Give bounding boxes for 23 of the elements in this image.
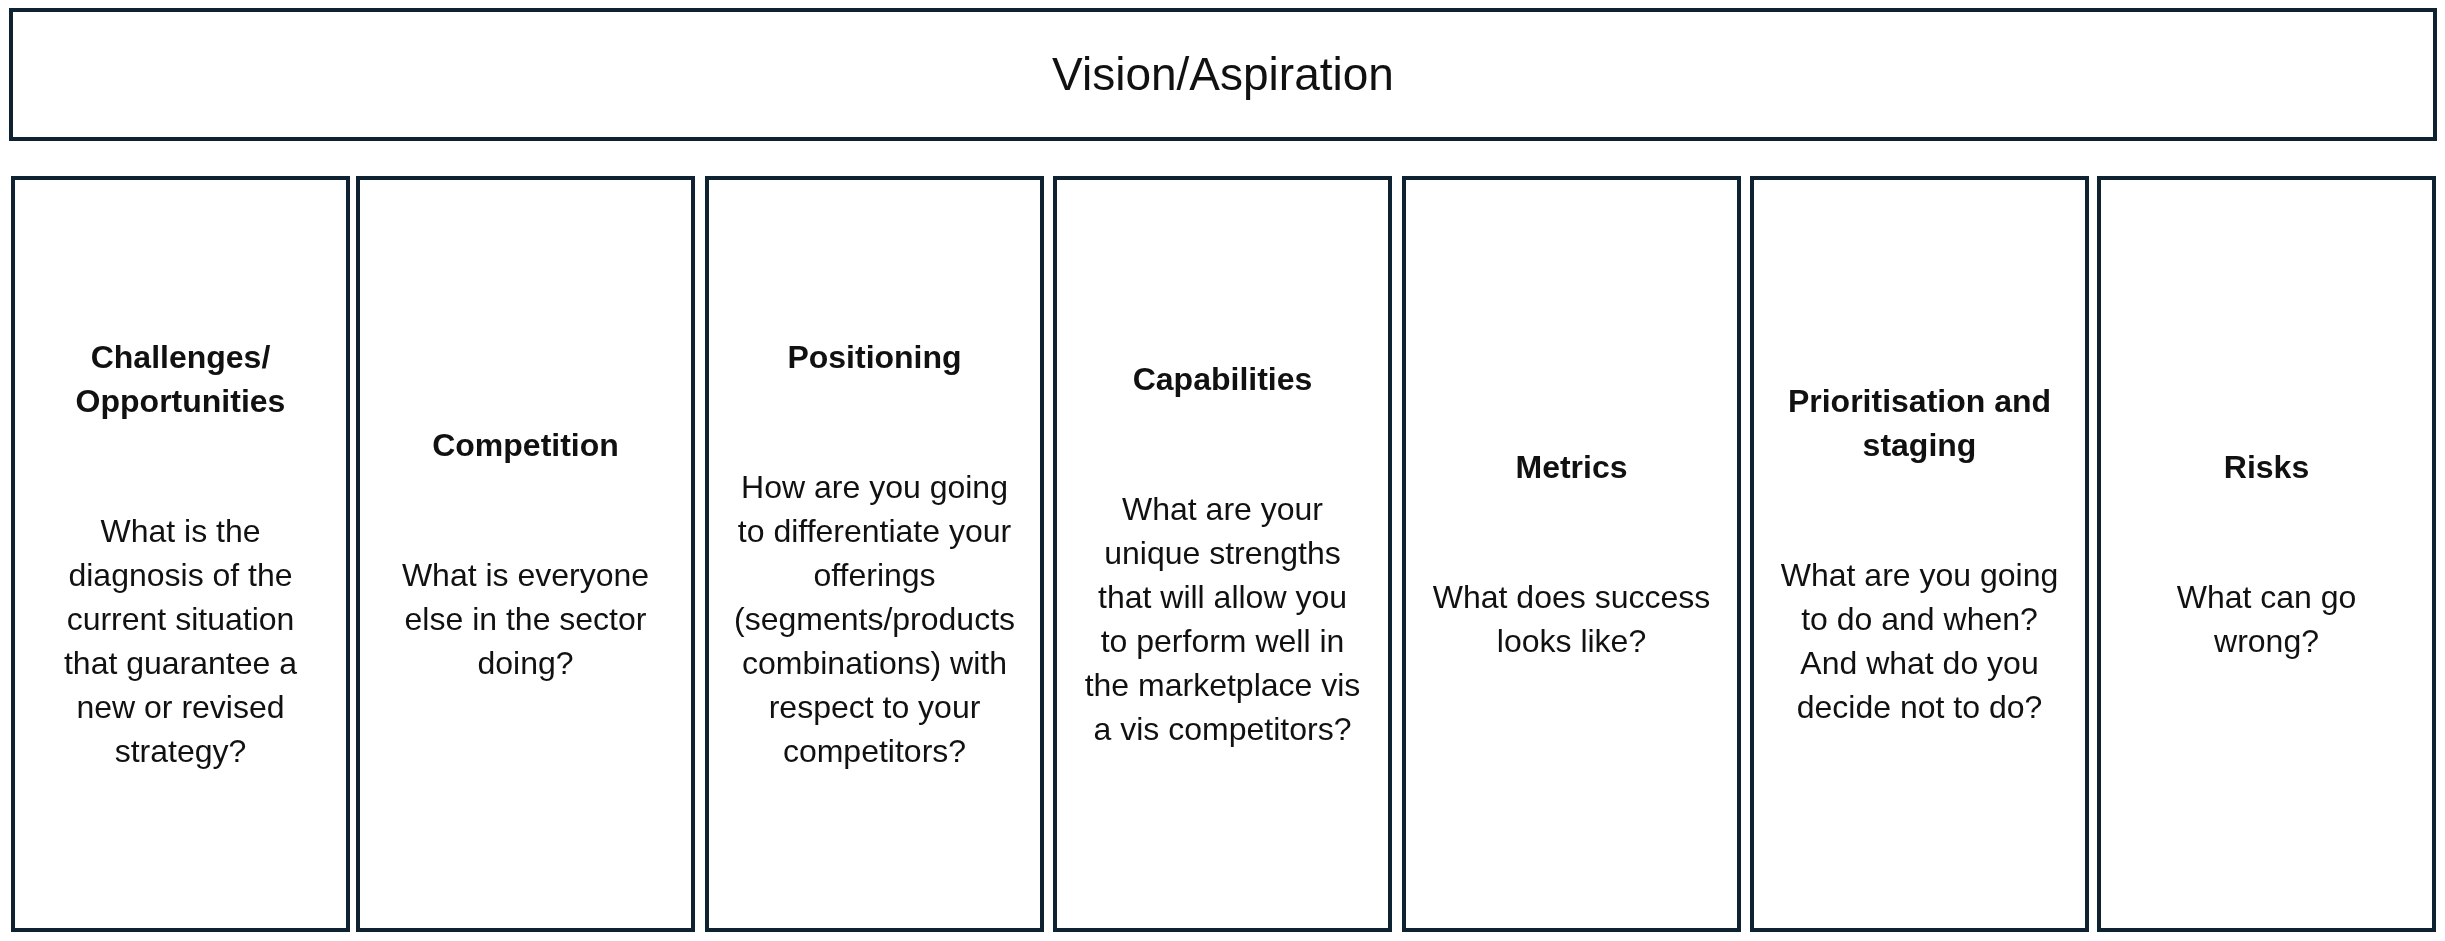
- column-box: [1053, 176, 1392, 932]
- column-text: What is the diagnosis of the current situation that guarantee a new or revised strategy?: [62, 512, 299, 771]
- column-box: [11, 176, 350, 932]
- column-text: How are you going to differentiate your offerings (segments/products combinations) with respect to your competitors?: [734, 468, 1015, 771]
- column-heading: Competition: [432, 426, 619, 465]
- header-box: [9, 8, 2437, 141]
- column-box: [1750, 176, 2089, 932]
- column-box: [1402, 176, 1741, 932]
- column-box: [356, 176, 695, 932]
- column-text: What are you going to do and when? And what do you decide not to do?: [1780, 556, 2059, 727]
- column-heading: Risks: [2223, 448, 2310, 487]
- column-text: What can go wrong?: [2175, 578, 2358, 661]
- column-box: [2097, 176, 2436, 932]
- column-heading: Metrics: [1515, 448, 1628, 487]
- column-heading: Prioritisation and staging: [1786, 382, 2053, 465]
- column-heading: Positioning: [787, 338, 962, 377]
- column-heading: Challenges/ Opportunities: [74, 338, 287, 421]
- column-text: What are your unique strengths that will allow you to perform well in the marketplace vis a vis competitors?: [1083, 490, 1362, 749]
- column-text: What does success looks like?: [1432, 578, 1711, 661]
- column-heading: Capabilities: [1132, 360, 1313, 399]
- header-title: Vision/Aspiration: [1052, 46, 1394, 102]
- column-box: [705, 176, 1044, 932]
- column-text: What is everyone else in the sector doing?: [400, 556, 651, 683]
